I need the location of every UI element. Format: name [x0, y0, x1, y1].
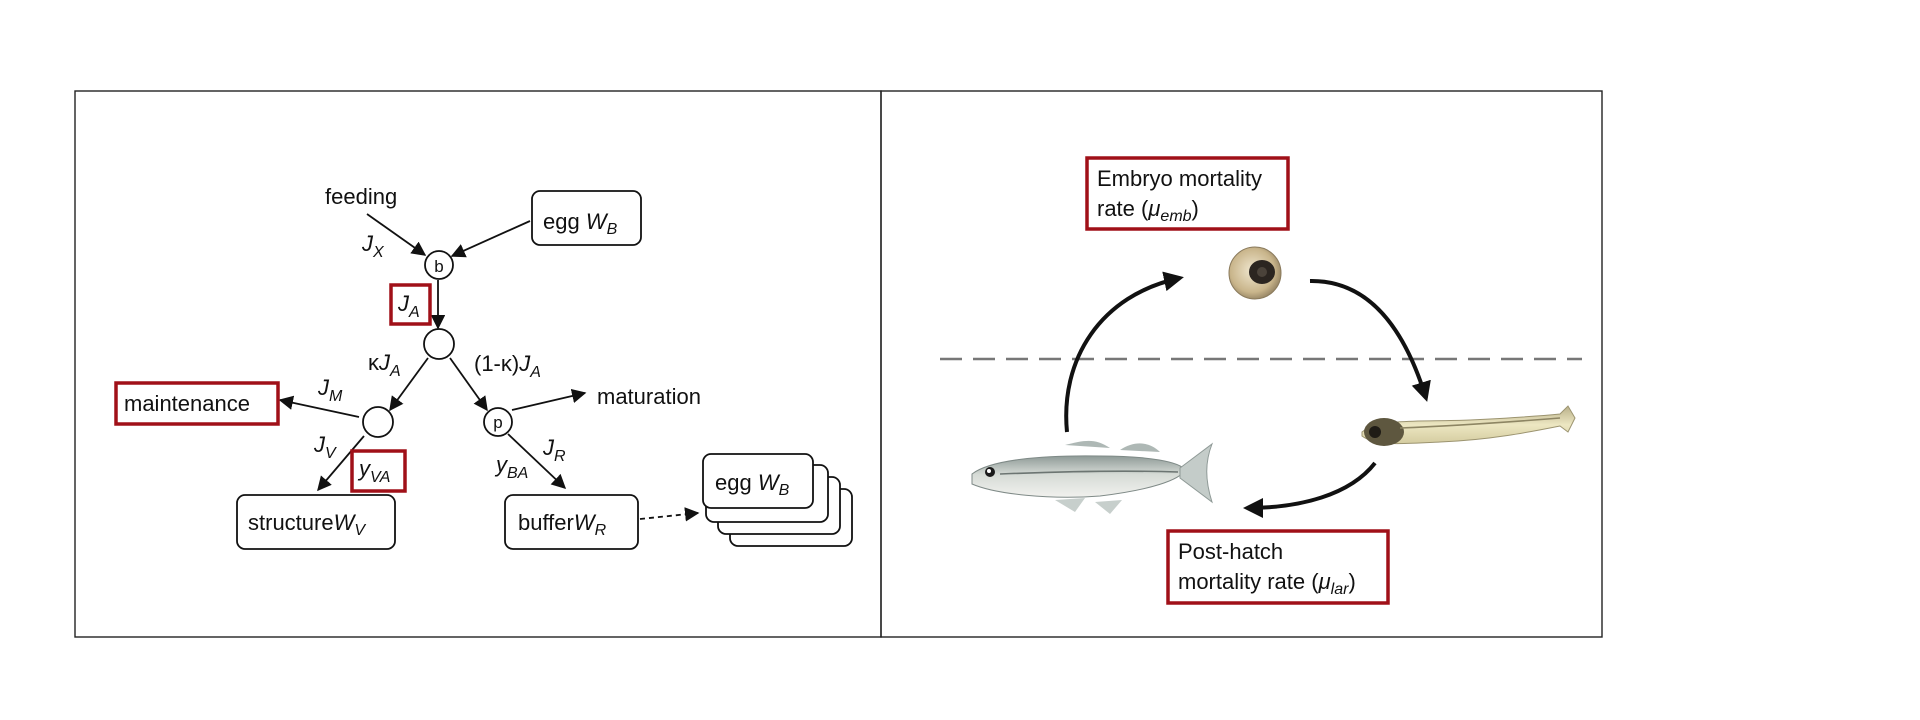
node-kappa — [423, 328, 455, 360]
edge-to-maturation — [511, 388, 587, 411]
node-p-label: p — [493, 413, 502, 432]
flow-yva: yVA — [357, 456, 390, 486]
edge-kappa-to-soma — [389, 357, 429, 412]
posthatch-label-box — [1166, 529, 1390, 605]
embryo-label-line1: Embryo mortality — [1097, 166, 1262, 191]
edge-buffer-to-egg — [639, 507, 700, 522]
adult-fish-pelvic-fin — [1055, 498, 1085, 512]
flow-ja: JA — [397, 291, 420, 321]
larva-eye — [1369, 426, 1381, 438]
feeding-label: feeding — [325, 184, 397, 209]
maintenance-label: maintenance — [124, 391, 250, 416]
adult-fish-lateral-stripe — [999, 470, 1179, 475]
structure-box — [236, 494, 396, 550]
flow-one-minus-kappa-ja: (1-κ)JA — [474, 351, 541, 381]
larva-spine — [1399, 417, 1561, 429]
egg-embryo-pupil — [1257, 267, 1267, 277]
adult-fish-dorsal-fin-1 — [1065, 440, 1110, 448]
node-b-label: b — [434, 257, 443, 276]
fish-egg-image — [1228, 246, 1282, 300]
arrow-larva-to-adult — [1243, 461, 1377, 518]
edge-kappa-to-p — [449, 357, 488, 412]
adult-fish-eye-highlight — [987, 469, 991, 473]
node-b — [424, 250, 454, 280]
posthatch-label-line2: mortality rate (μlar) — [1178, 569, 1356, 598]
larva-head — [1364, 418, 1404, 446]
edge-feeding-to-b — [366, 213, 427, 256]
arrow-adult-to-egg — [1064, 271, 1184, 433]
maturation-label: maturation — [597, 384, 701, 409]
structure-label: structureWV — [248, 510, 366, 539]
posthatch-label-line1: Post-hatch — [1178, 539, 1283, 564]
egg-output-label: egg WB — [715, 470, 790, 499]
embryo-label-line2: rate (μemb) — [1097, 196, 1199, 225]
yva-highlight-box — [350, 449, 407, 493]
embryo-label-box — [1085, 156, 1290, 231]
flow-jv: JV — [313, 432, 337, 462]
egg-input-label: egg WB — [543, 209, 618, 238]
egg-input-box — [531, 190, 642, 246]
egg-output-stack: egg WB — [702, 453, 853, 547]
edge-to-maintenance — [278, 395, 360, 418]
egg-output-box — [702, 453, 814, 509]
buffer-box — [504, 494, 639, 550]
right-panel-frame — [880, 90, 1603, 638]
arrow-egg-to-larva — [1309, 278, 1431, 402]
buffer-label: bufferWR — [518, 510, 607, 539]
flow-jr: JR — [542, 435, 566, 465]
flow-jx: JX — [361, 231, 385, 261]
adult-fish-anal-fin — [1095, 500, 1122, 514]
maintenance-highlight-box — [114, 381, 280, 426]
fish-larva-image — [1361, 405, 1576, 446]
node-p — [483, 407, 513, 437]
edge-egg-to-b — [450, 220, 531, 258]
flow-kappa-ja: κJA — [368, 350, 401, 380]
node-soma — [362, 406, 394, 438]
adult-fish-body — [971, 455, 1186, 498]
flow-jm: JM — [317, 375, 343, 405]
deb-diagram: b p feeding egg WB JX JA κJA (1-κ)JA mai… — [114, 184, 853, 550]
adult-fish-image — [971, 440, 1214, 514]
life-cycle-diagram: Embryo mortality rate (μemb) — [940, 156, 1582, 605]
edge-to-structure — [317, 435, 365, 492]
adult-fish-tail — [1179, 442, 1214, 504]
adult-fish-dorsal-fin-2 — [1120, 443, 1160, 452]
flow-yba: yBA — [494, 452, 528, 482]
ja-highlight-box — [389, 283, 432, 326]
edge-to-buffer — [507, 433, 567, 489]
